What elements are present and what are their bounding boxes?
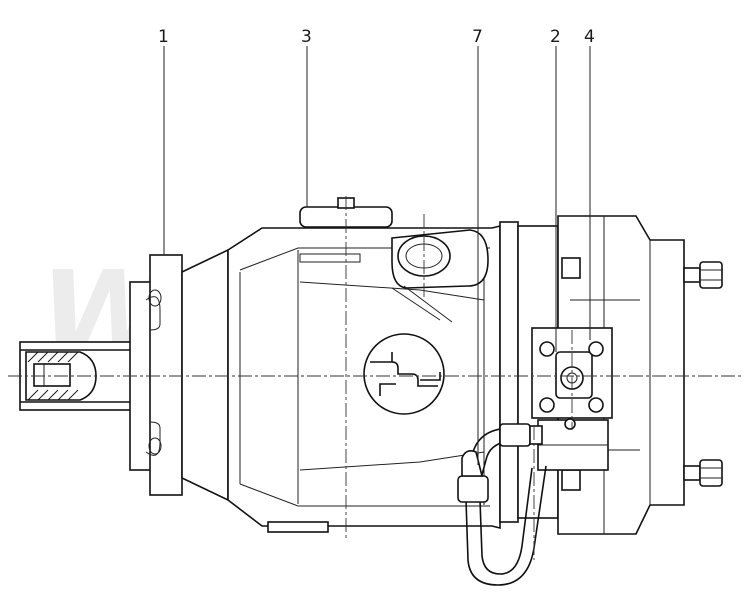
leader-lines bbox=[163, 46, 591, 465]
callout-4-label: 4 bbox=[584, 27, 595, 47]
shaft-keyway-hatch bbox=[27, 351, 79, 401]
centerlines bbox=[8, 196, 742, 560]
drain-line bbox=[457, 423, 547, 586]
callout-1-label: 1 bbox=[158, 27, 169, 47]
rear-plug-lower bbox=[683, 459, 723, 487]
housing-logo-emblem bbox=[363, 333, 445, 415]
rear-plug-upper bbox=[683, 261, 723, 289]
callout-7-label: 7 bbox=[472, 27, 483, 47]
mounting-flange bbox=[129, 248, 229, 502]
callout-3-label: 3 bbox=[301, 27, 312, 47]
callout-2-label: 2 bbox=[550, 27, 561, 47]
